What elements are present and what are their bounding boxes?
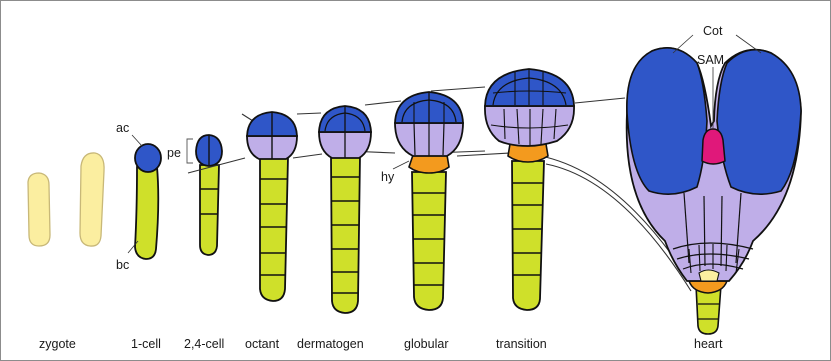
zygote-stage — [28, 153, 104, 246]
cotyledon-right — [717, 50, 801, 195]
stage-label-1-cell: 1-cell — [131, 337, 161, 351]
one-cell-stage — [128, 135, 161, 259]
label-sam: SAM — [697, 53, 724, 67]
suspensor-cells — [200, 165, 219, 255]
stage-label-transition: transition — [496, 337, 547, 351]
stage-label-2-4-cell: 2,4-cell — [184, 337, 224, 351]
label-proembryo: pe — [167, 146, 181, 160]
label-cotyledon: Cot — [703, 24, 723, 38]
stage-label-octant: octant — [245, 337, 280, 351]
apical-cell — [135, 144, 161, 172]
stage-label-dermatogen: dermatogen — [297, 337, 364, 351]
dermatogen-stage — [319, 106, 371, 313]
label-apical-cell: ac — [116, 121, 129, 135]
label-basal-cell: bc — [116, 258, 129, 272]
label-hypophysis: hy — [381, 170, 395, 184]
zygote-elongated-cell — [80, 153, 104, 246]
two-four-cell-stage — [187, 135, 222, 255]
zygote-cell — [28, 173, 50, 246]
shoot-apical-meristem — [702, 129, 725, 164]
octant-stage — [247, 112, 297, 301]
stage-label-globular: globular — [404, 337, 448, 351]
hypophysis-globular — [409, 155, 449, 173]
transition-stage — [485, 69, 574, 310]
heart-stage — [627, 35, 801, 334]
basal-cell — [135, 167, 158, 259]
cotyledon-left — [627, 48, 707, 194]
stage-label-zygote: zygote — [39, 337, 76, 351]
globular-stage — [395, 92, 463, 310]
stage-label-heart: heart — [694, 337, 723, 351]
